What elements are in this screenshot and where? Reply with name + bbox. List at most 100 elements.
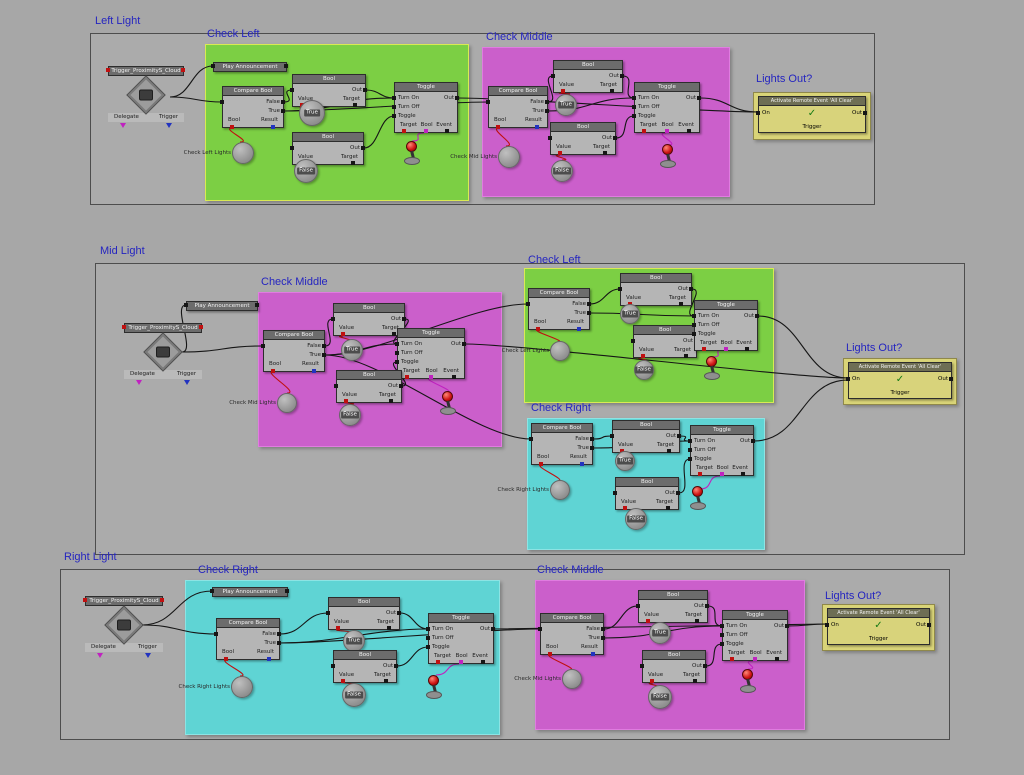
pin[interactable] (539, 462, 543, 466)
value-circle[interactable]: False (294, 159, 318, 183)
pin[interactable] (106, 68, 110, 72)
pin[interactable] (211, 64, 215, 68)
pin[interactable] (730, 657, 734, 661)
delegate-pin[interactable] (136, 379, 142, 385)
pin[interactable] (210, 589, 214, 593)
pin[interactable] (620, 74, 624, 78)
pin[interactable] (387, 626, 391, 630)
pin[interactable] (486, 100, 490, 104)
pin[interactable] (394, 664, 398, 668)
pin[interactable] (650, 679, 654, 683)
pin[interactable] (577, 327, 581, 331)
pin[interactable] (322, 344, 326, 348)
pin[interactable] (548, 652, 552, 656)
pin[interactable] (745, 347, 749, 351)
pin[interactable] (697, 96, 701, 100)
pin[interactable] (481, 660, 485, 664)
pin[interactable] (344, 399, 348, 403)
pin[interactable] (756, 111, 760, 115)
pin[interactable] (949, 377, 953, 381)
pin[interactable] (640, 664, 644, 668)
pin[interactable] (267, 657, 271, 661)
pin[interactable] (688, 439, 692, 443)
bar-node[interactable]: Play Announcement (211, 62, 288, 72)
bar-node[interactable]: Play Announcement (184, 301, 259, 311)
pin[interactable] (601, 636, 605, 640)
pin[interactable] (863, 111, 867, 115)
pin[interactable] (545, 109, 549, 113)
pin[interactable] (290, 88, 294, 92)
pin[interactable] (181, 68, 185, 72)
pin[interactable] (785, 624, 789, 628)
pin[interactable] (395, 351, 399, 355)
lamp-switch-icon[interactable] (424, 675, 444, 699)
pin[interactable] (632, 114, 636, 118)
value-circle[interactable]: True (555, 94, 577, 116)
pin[interactable] (341, 679, 345, 683)
pin[interactable] (692, 323, 696, 327)
pin[interactable] (698, 472, 702, 476)
pin[interactable] (741, 472, 745, 476)
pin[interactable] (693, 679, 697, 683)
pin[interactable] (667, 449, 671, 453)
pin[interactable] (395, 360, 399, 364)
pin[interactable] (334, 384, 338, 388)
pin[interactable] (271, 125, 275, 129)
value-circle[interactable]: Check Mid Lights (229, 393, 297, 413)
pin[interactable] (705, 604, 709, 608)
pin[interactable] (455, 96, 459, 100)
pin[interactable] (720, 642, 724, 646)
pin[interactable] (720, 624, 724, 628)
pin[interactable] (496, 125, 500, 129)
pin[interactable] (688, 457, 692, 461)
pin[interactable] (590, 446, 594, 450)
pin[interactable] (220, 100, 224, 104)
pin[interactable] (83, 598, 87, 602)
pin[interactable] (753, 657, 757, 661)
pin[interactable] (551, 74, 555, 78)
pin[interactable] (529, 437, 533, 441)
pin[interactable] (755, 314, 759, 318)
pin[interactable] (632, 96, 636, 100)
pin[interactable] (184, 303, 188, 307)
pin[interactable] (610, 434, 614, 438)
pin[interactable] (353, 103, 357, 107)
pin[interactable] (389, 399, 393, 403)
pin[interactable] (281, 109, 285, 113)
trigger-pin[interactable] (184, 379, 190, 385)
value-circle[interactable]: False (648, 685, 672, 709)
pin[interactable] (397, 611, 401, 615)
pin[interactable] (636, 604, 640, 608)
pin[interactable] (395, 342, 399, 346)
trigger-pin[interactable] (145, 652, 151, 658)
pin[interactable] (688, 448, 692, 452)
pin[interactable] (610, 89, 614, 93)
pin[interactable] (676, 491, 680, 495)
pin[interactable] (160, 598, 164, 602)
pin[interactable] (613, 136, 617, 140)
value-circle[interactable]: Check Left Lights (502, 341, 570, 361)
value-circle[interactable]: False (634, 360, 654, 380)
pin[interactable] (689, 287, 693, 291)
pin[interactable] (695, 619, 699, 623)
value-circle[interactable]: Check Mid Lights (514, 669, 582, 689)
pin[interactable] (642, 129, 646, 133)
pin[interactable] (587, 302, 591, 306)
value-circle[interactable]: Check Right Lights (498, 480, 570, 500)
pin[interactable] (284, 64, 288, 68)
pin[interactable] (426, 645, 430, 649)
